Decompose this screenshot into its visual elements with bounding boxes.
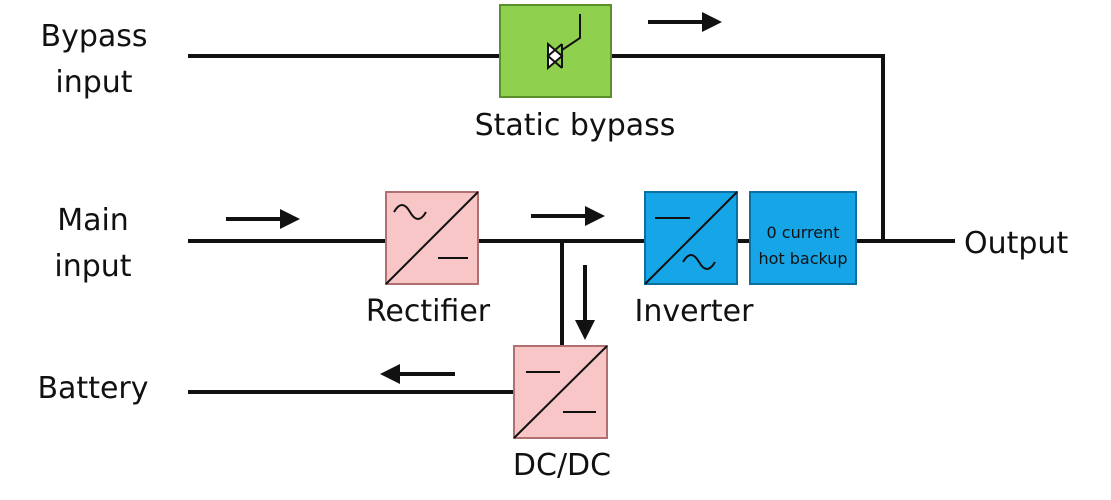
inverter-block <box>644 191 738 285</box>
hot-backup-label-line1: 0 current <box>767 223 840 242</box>
main-input-label-line1: Main <box>57 203 129 238</box>
static-bypass-block <box>499 4 612 98</box>
battery-label: Battery <box>37 371 148 406</box>
static-bypass-label: Static bypass <box>475 108 676 143</box>
wires <box>188 54 955 394</box>
dcdc-label: DC/DC <box>513 448 611 483</box>
rectifier-block <box>385 191 479 285</box>
bypass-input-label-line2: input <box>55 65 132 100</box>
thyristor-icon <box>546 14 581 71</box>
dc-ac-converter-icon <box>644 191 738 285</box>
flow-arrows <box>226 12 722 384</box>
hot-backup-label-line2: hot backup <box>758 249 847 268</box>
inverter-label: Inverter <box>635 294 755 329</box>
output-label: Output <box>964 226 1068 261</box>
ac-dc-converter-icon <box>385 191 479 285</box>
rectifier-label: Rectifier <box>366 294 491 329</box>
hot-backup-box <box>749 191 857 285</box>
dcdc-block <box>513 345 608 439</box>
main-input-label-line2: input <box>54 249 131 284</box>
hot-backup-block: 0 current hot backup <box>749 191 857 285</box>
bypass-input-label-line1: Bypass <box>40 19 147 54</box>
dc-dc-converter-icon <box>513 345 608 439</box>
